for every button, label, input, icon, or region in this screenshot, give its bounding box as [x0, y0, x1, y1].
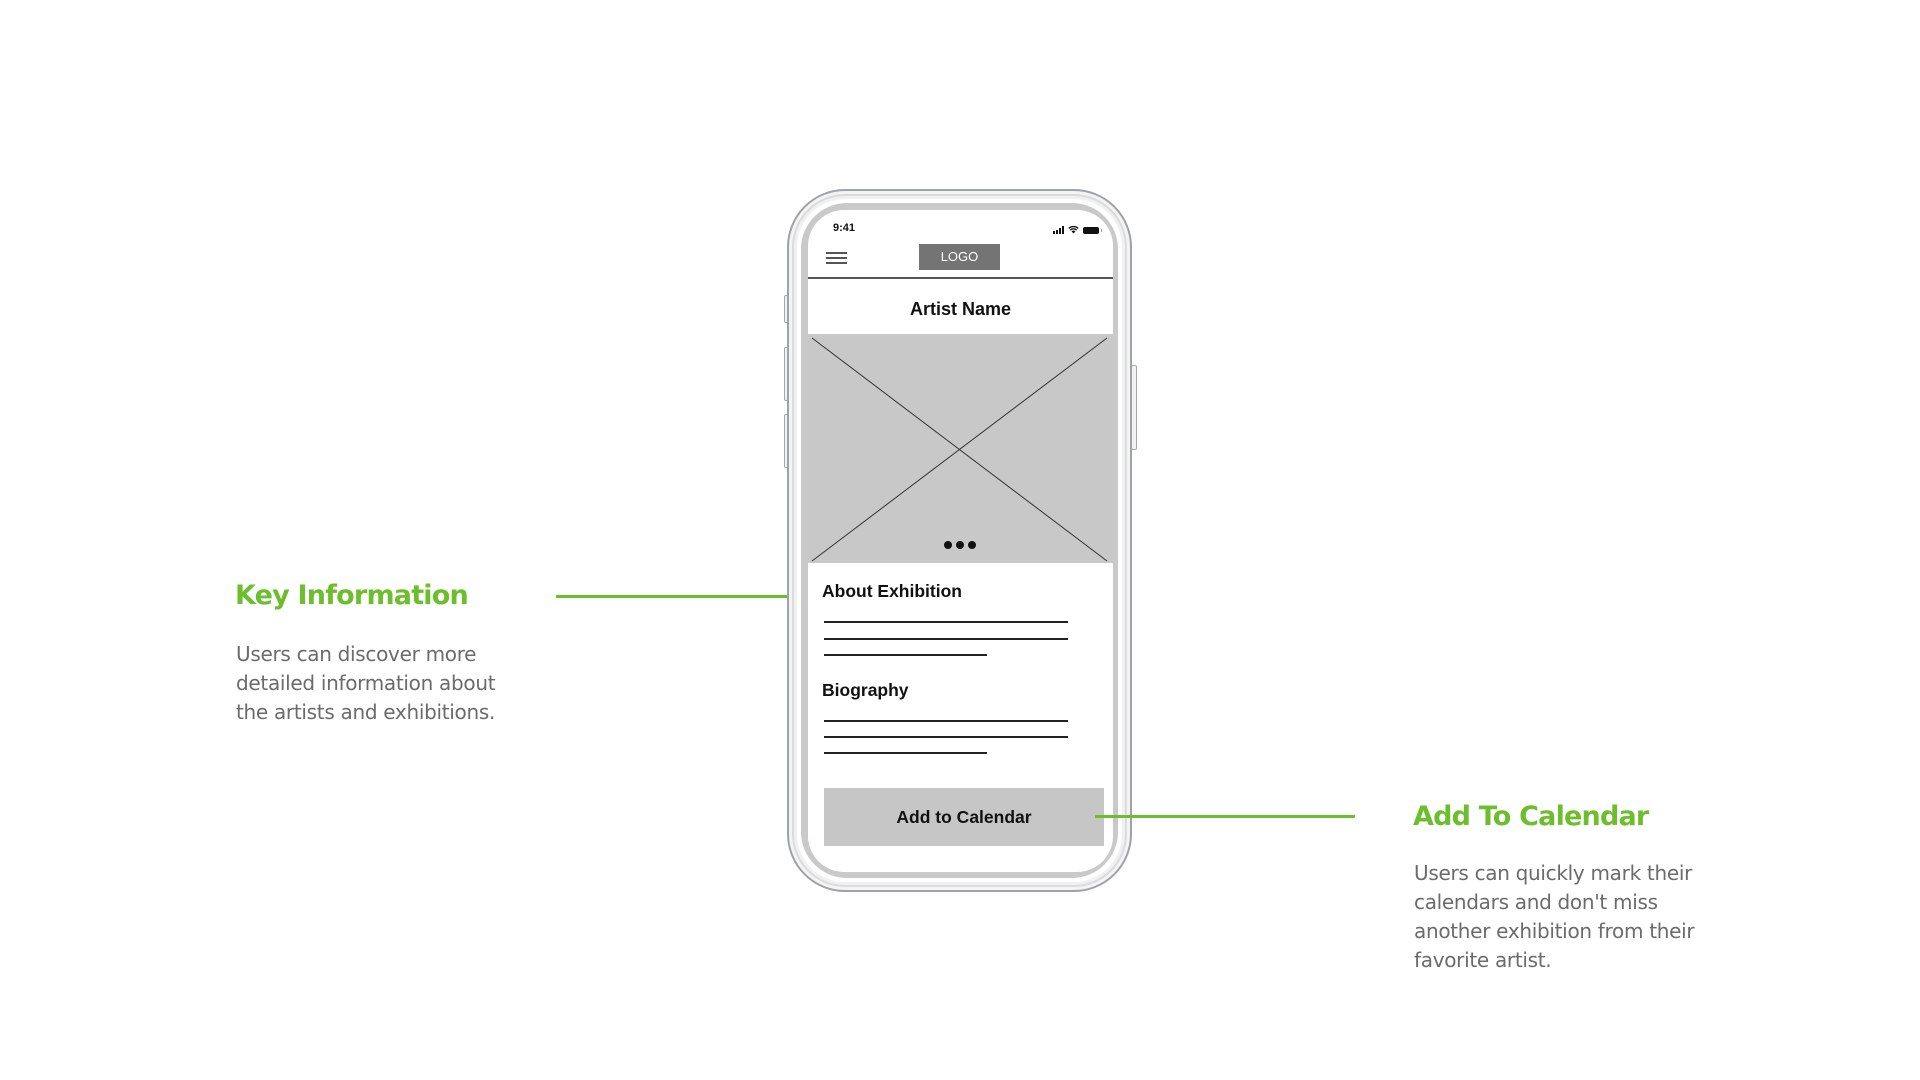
text-placeholder-line: [824, 638, 1068, 640]
status-bar-time: 9:41: [833, 222, 856, 234]
text-placeholder-line: [824, 720, 1068, 722]
page-title: Artist Name: [909, 299, 1012, 319]
carousel-dot[interactable]: [944, 541, 952, 549]
text-placeholder-line: [824, 654, 987, 656]
battery-icon: [1083, 227, 1102, 234]
nav-divider: [808, 277, 1113, 279]
carousel-dots[interactable]: [944, 541, 976, 549]
hero-image-placeholder[interactable]: [808, 334, 1113, 563]
status-bar-icons: [1053, 224, 1102, 234]
section-title-biography: Biography: [822, 680, 909, 700]
phone-screen: 9:41 LOGO Artist Name About Exhibition: [808, 210, 1113, 872]
section-title-about-exhibition: About Exhibition: [822, 581, 962, 601]
cellular-signal-icon: [1053, 226, 1064, 234]
carousel-dot[interactable]: [956, 541, 964, 549]
annotation-connector-key-information: [556, 595, 818, 598]
image-placeholder-icon: [811, 337, 1108, 562]
hamburger-menu-icon[interactable]: [826, 252, 847, 264]
logo[interactable]: LOGO: [919, 244, 1000, 270]
text-placeholder-line: [824, 736, 1068, 738]
annotation-title-key-information: Key Information: [235, 580, 469, 611]
carousel-dot[interactable]: [968, 541, 976, 549]
annotation-body-add-to-calendar: Users can quickly mark their calendars a…: [1414, 861, 1695, 972]
wifi-icon: [1068, 225, 1079, 234]
annotation-body-key-information: Users can discover more detailed informa…: [236, 642, 496, 724]
add-to-calendar-button[interactable]: Add to Calendar: [824, 788, 1104, 846]
text-placeholder-line: [824, 752, 987, 754]
text-placeholder-line: [824, 621, 1068, 623]
annotation-title-add-to-calendar: Add To Calendar: [1413, 801, 1649, 832]
annotation-connector-add-to-calendar: [1095, 815, 1355, 818]
